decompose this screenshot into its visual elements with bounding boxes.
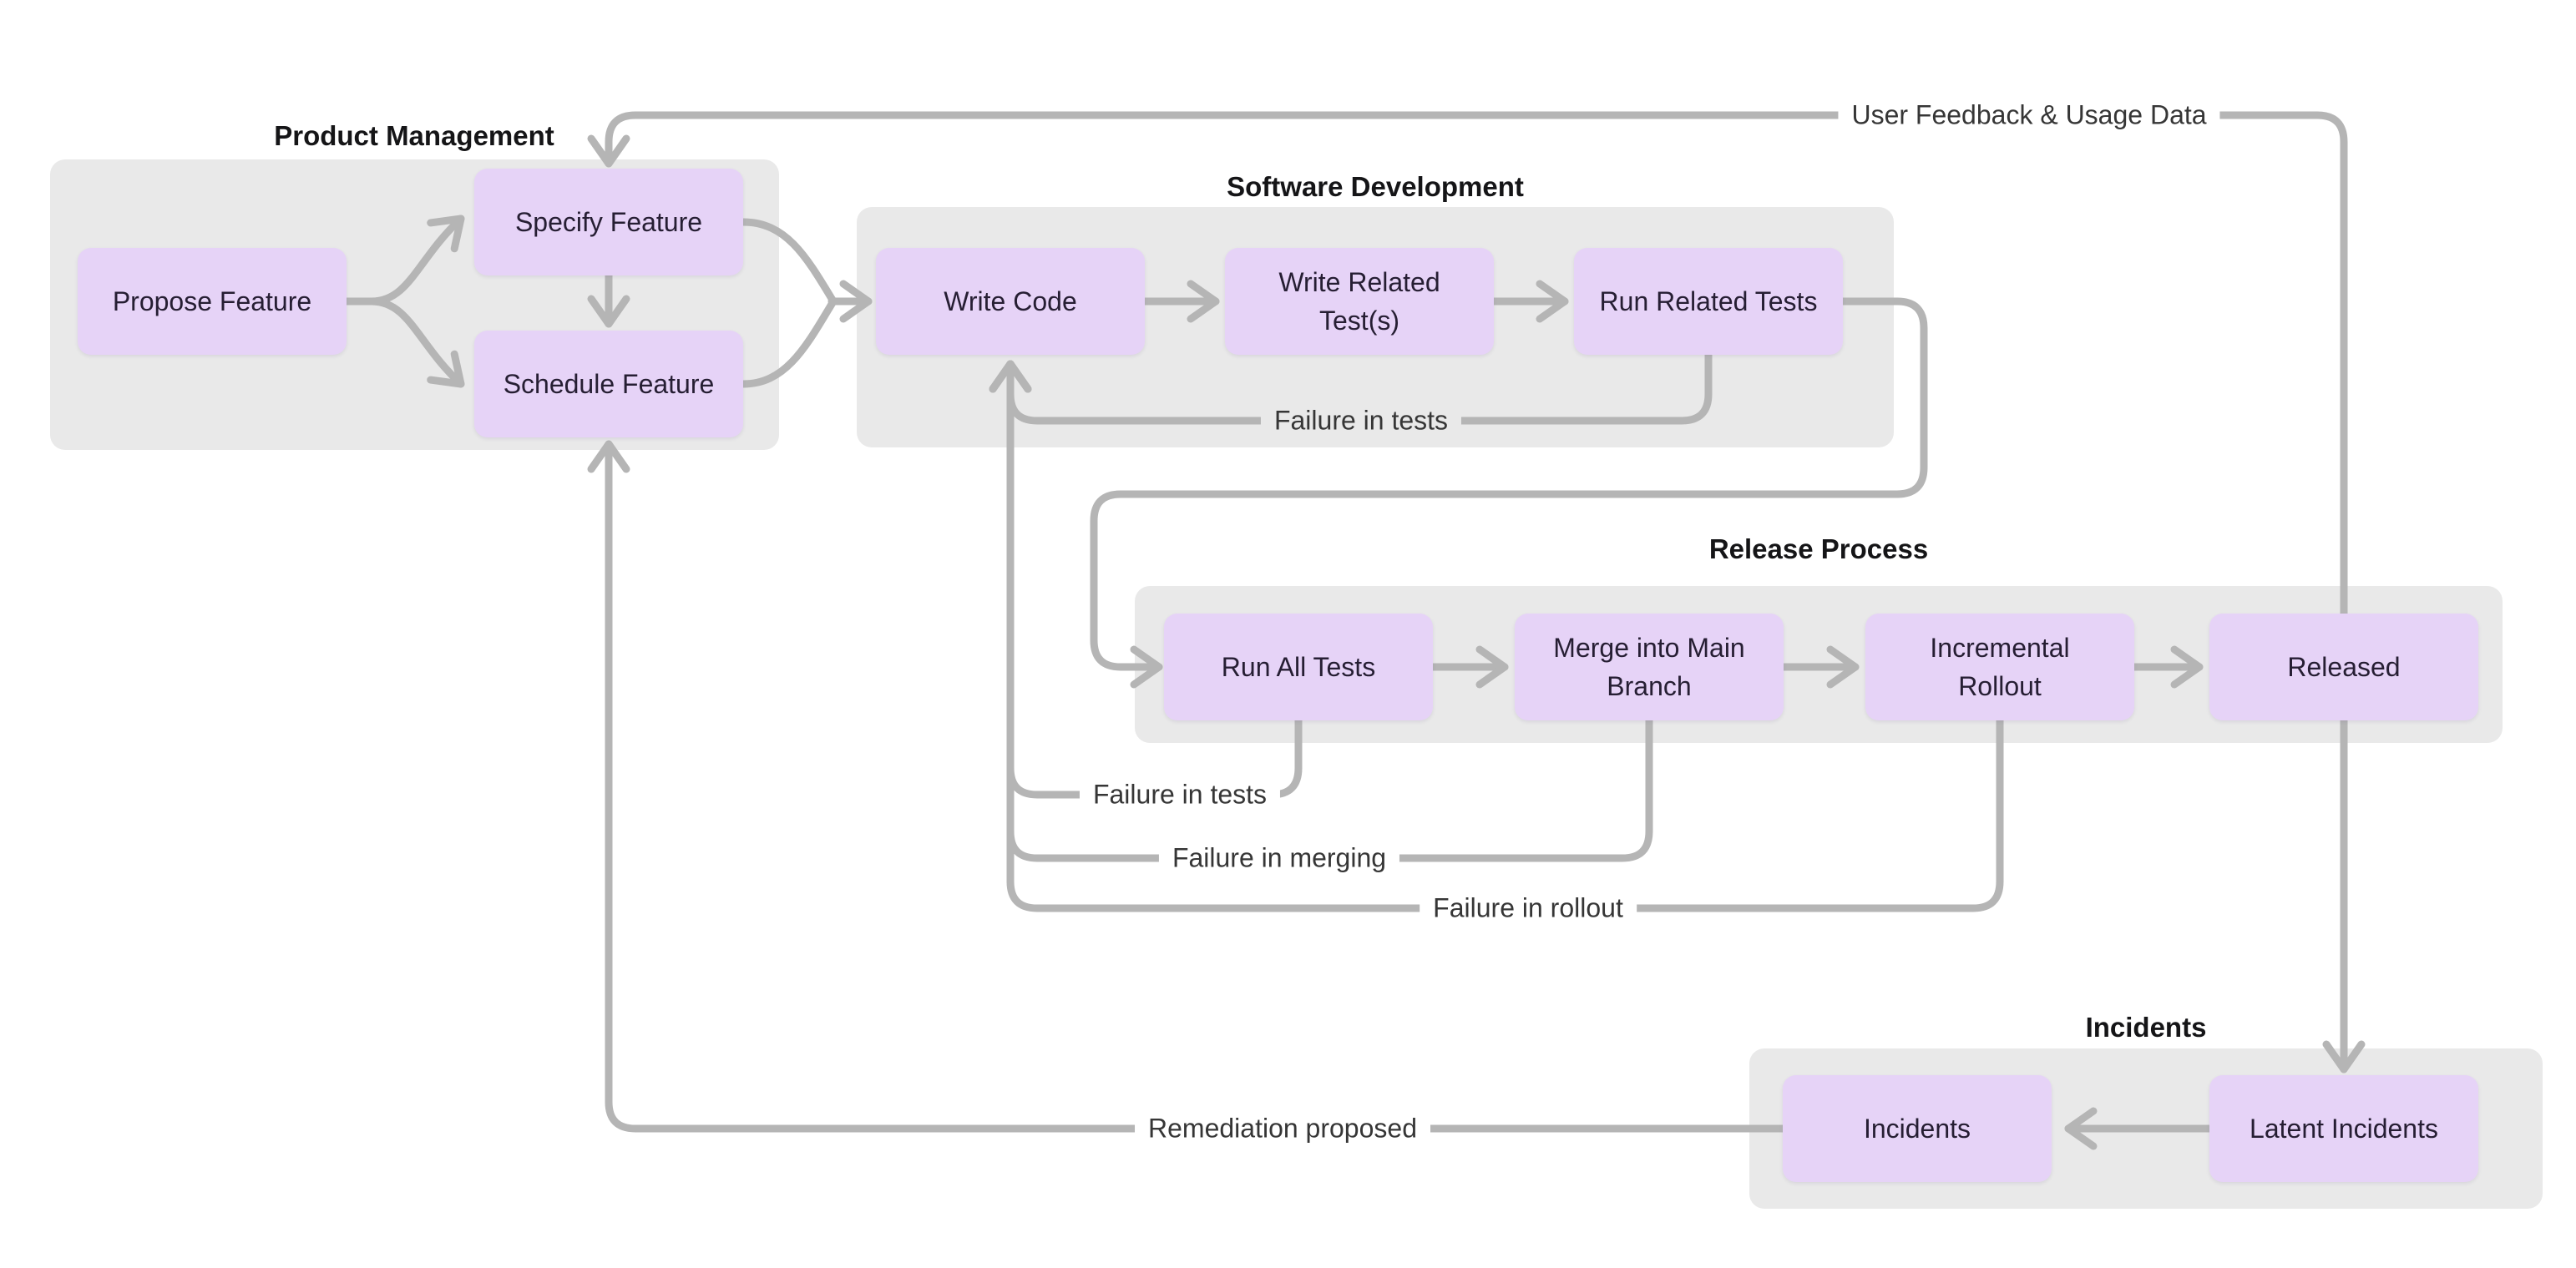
edge-incidents-to-schedule-feature [587,440,1787,1133]
node-incremental-rollout: Incremental Rollout [1865,614,2134,720]
edge-propose-to-schedule [342,297,465,388]
node-merge-into-main-branch: Merge into Main Branch [1515,614,1784,720]
node-run-related-tests: Run Related Tests [1574,248,1843,355]
group-title-product-management: Product Management [274,120,554,151]
node-schedule-feature-label: Schedule Feature [503,368,715,399]
node-released: Released [2209,614,2478,720]
edge-rollout-to-write-code [989,360,2004,912]
group-title-incidents: Incidents [2085,1012,2207,1043]
edge-run-related-tests-to-run-all-tests [1090,297,1928,689]
node-specify-feature-label: Specify Feature [514,206,703,237]
edge-label-failure-in-rollout: Failure in rollout [1420,891,1637,926]
node-write-code-label: Write Code [944,285,1077,316]
node-run-all-tests-label: Run All Tests [1221,651,1376,682]
edge-schedule-to-write-code [739,297,838,388]
node-released-label: Released [2287,651,2401,682]
edge-released-to-specify-feature [587,111,2348,618]
node-run-related-tests-label: Run Related Tests [1599,285,1818,316]
edge-label-user-feedback: User Feedback & Usage Data [1838,98,2220,133]
edge-label-sw-failure-in-tests: Failure in tests [1260,403,1462,438]
edge-label-remediation-proposed: Remediation proposed [1135,1111,1430,1146]
node-run-all-tests: Run All Tests [1164,614,1433,720]
node-incremental-rollout-label: Incremental Rollout [1930,632,2070,701]
node-merge-into-main-branch-label: Merge into Main Branch [1553,632,1745,701]
node-incidents-label: Incidents [1863,1113,1971,1144]
node-schedule-feature: Schedule Feature [474,331,743,437]
node-write-related-tests: Write Related Test(s) [1225,248,1494,355]
edge-propose-to-specify [342,215,465,306]
edge-specify-to-write-code [739,218,838,306]
edge-run-all-tests-to-write-code [989,360,1303,799]
node-propose-feature-label: Propose Feature [112,285,312,316]
node-latent-incidents: Latent Incidents [2209,1075,2478,1182]
group-title-release-process: Release Process [1708,533,1929,564]
group-title-software-development: Software Development [1227,171,1524,202]
node-incidents: Incidents [1783,1075,2052,1182]
node-write-code: Write Code [876,248,1145,355]
node-latent-incidents-label: Latent Incidents [2250,1113,2438,1144]
edge-label-failure-in-merging: Failure in merging [1158,841,1400,876]
node-write-related-tests-label: Write Related Test(s) [1278,266,1440,336]
node-propose-feature: Propose Feature [78,248,347,355]
edge-label-release-failure-in-tests: Failure in tests [1079,777,1281,812]
node-specify-feature: Specify Feature [474,169,743,275]
